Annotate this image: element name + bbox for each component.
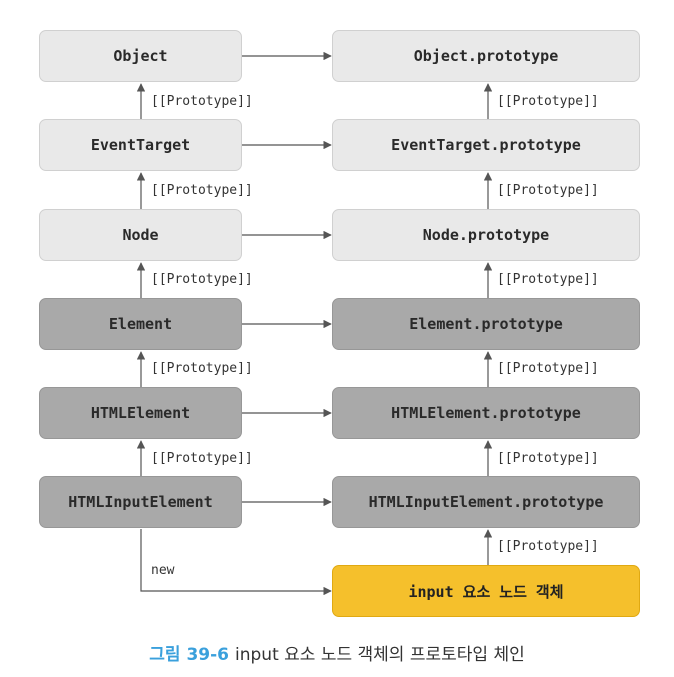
prototype-label: [[Prototype]] — [497, 361, 599, 376]
new-arrow — [140, 529, 332, 596]
box-label: input 요소 노드 객체 — [408, 582, 564, 601]
box-label: HTMLInputElement.prototype — [368, 493, 604, 511]
box-htmlelement-prototype: HTMLElement.prototype — [332, 387, 640, 439]
box-label: EventTarget.prototype — [391, 136, 581, 154]
prototype-label: [[Prototype]] — [497, 451, 599, 466]
box-label: HTMLElement — [90, 404, 191, 422]
box-eventtarget-prototype: EventTarget.prototype — [332, 119, 640, 171]
box-element: Element — [39, 298, 242, 350]
box-label: Object.prototype — [413, 47, 559, 65]
prototype-label: [[Prototype]] — [151, 94, 253, 109]
prototype-label: [[Prototype]] — [151, 361, 253, 376]
figure-number: 그림 39-6 — [149, 645, 230, 665]
box-object: Object — [39, 30, 242, 82]
box-label: Element — [108, 315, 173, 333]
box-node-prototype: Node.prototype — [332, 209, 640, 261]
box-eventtarget: EventTarget — [39, 119, 242, 171]
box-label: EventTarget — [90, 136, 191, 154]
prototype-label: [[Prototype]] — [497, 272, 599, 287]
box-label: HTMLElement.prototype — [391, 404, 581, 422]
prototype-label: [[Prototype]] — [497, 539, 599, 554]
prototype-label: [[Prototype]] — [497, 94, 599, 109]
box-htmlelement: HTMLElement — [39, 387, 242, 439]
box-label: Node.prototype — [422, 226, 550, 244]
box-htmlinputelement: HTMLInputElement — [39, 476, 242, 528]
box-object-prototype: Object.prototype — [332, 30, 640, 82]
box-label: Object — [113, 47, 168, 65]
box-label: HTMLInputElement — [68, 493, 213, 511]
box-label: Node — [122, 226, 159, 244]
figure-caption-text: input 요소 노드 객체의 프로토타입 체인 — [235, 645, 525, 665]
box-node: Node — [39, 209, 242, 261]
prototype-label: [[Prototype]] — [151, 183, 253, 198]
box-element-prototype: Element.prototype — [332, 298, 640, 350]
prototype-label: [[Prototype]] — [151, 272, 253, 287]
prototype-label: [[Prototype]] — [497, 183, 599, 198]
box-htmlinputelement-prototype: HTMLInputElement.prototype — [332, 476, 640, 528]
box-label: Element.prototype — [409, 315, 563, 333]
box-input-element-node: input 요소 노드 객체 — [332, 565, 640, 617]
new-label: new — [151, 563, 175, 578]
prototype-label: [[Prototype]] — [151, 451, 253, 466]
